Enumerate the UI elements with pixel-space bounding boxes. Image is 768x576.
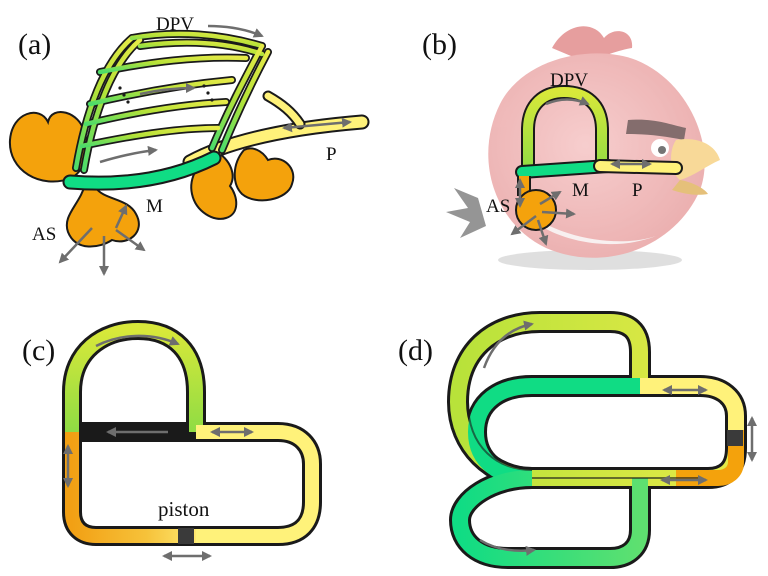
panel-c: (c) piston	[22, 319, 322, 561]
bird-illustration	[446, 26, 720, 270]
panel-b-label: (b)	[422, 28, 457, 61]
label-as-a: AS	[32, 224, 56, 245]
label-m-a: M	[146, 196, 163, 217]
panel-d-label: (d)	[398, 334, 433, 367]
flow-arrows-a	[58, 24, 352, 276]
flow-arrows-b	[510, 96, 652, 246]
label-dpv-b: DPV	[550, 70, 588, 91]
panel-c-label: (c)	[22, 334, 55, 367]
panel-b: (b)	[422, 26, 720, 270]
parabronchi-strands	[72, 29, 272, 174]
panel-a-label: (a)	[18, 28, 51, 61]
label-piston: piston	[158, 497, 210, 521]
flow-arrows-d	[479, 320, 757, 556]
piston-block	[178, 528, 194, 544]
label-p-a: P	[326, 144, 337, 165]
dpv-arch-c	[65, 322, 203, 432]
air-sac-segment-d	[676, 430, 744, 486]
air-sac-posterior-2	[233, 147, 295, 202]
panel-a: (a)	[8, 14, 370, 276]
label-p-b: P	[632, 180, 643, 201]
flow-arrows-c	[63, 334, 254, 561]
piston-block-d	[727, 430, 743, 446]
air-sac-duct-c	[65, 432, 196, 543]
label-dpv-a: DPV	[156, 14, 194, 35]
air-sac-b	[515, 189, 557, 231]
panel-d: (d)	[398, 311, 757, 569]
bronchus-m-d	[467, 378, 640, 486]
bronchus-p-c	[196, 425, 319, 543]
air-sac-lower	[65, 180, 140, 248]
label-as-b: AS	[486, 196, 510, 217]
ellipsis-dots	[118, 84, 214, 104]
label-m-b: M	[572, 180, 589, 201]
dpv-lower-d	[451, 470, 648, 566]
